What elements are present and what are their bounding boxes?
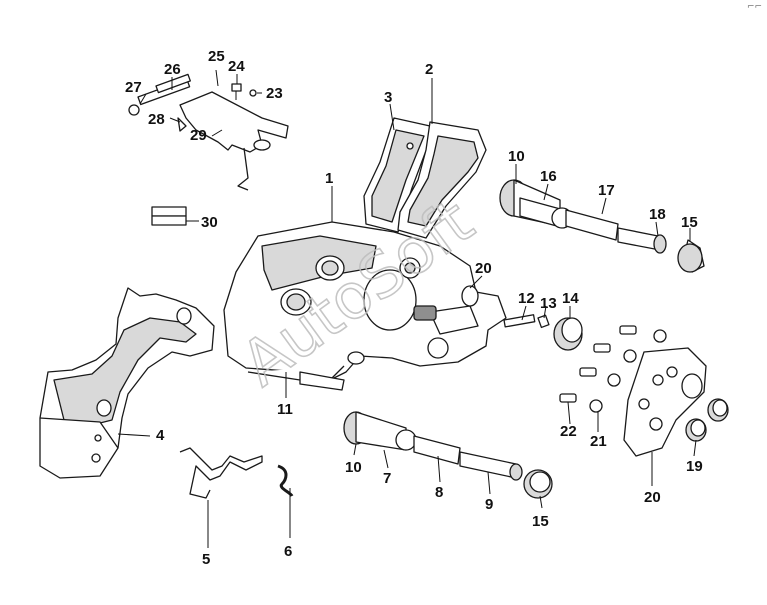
callout-25: 25 [208, 48, 225, 65]
callout-21: 21 [590, 433, 607, 450]
callout-10-lower: 10 [345, 459, 362, 476]
callout-18: 18 [649, 206, 666, 223]
callout-3: 3 [384, 89, 392, 106]
callout-27: 27 [125, 79, 142, 96]
callout-14: 14 [562, 290, 579, 307]
retainer-bracket-assembly [128, 69, 289, 191]
lower-guide-pin-group [343, 411, 553, 499]
callout-30: 30 [201, 214, 218, 231]
callout-10-upper: 10 [508, 148, 525, 165]
part-1-caliper-housing [223, 221, 507, 391]
callout-6: 6 [284, 543, 292, 560]
callout-9: 9 [485, 496, 493, 513]
part-3-brake-pad [363, 117, 431, 233]
callout-16: 16 [540, 168, 557, 185]
callout-1: 1 [325, 170, 333, 187]
callout-11: 11 [277, 401, 293, 418]
bolts-and-washers [559, 325, 667, 413]
leader-lines [117, 74, 697, 548]
callout-labels: 1 2 3 4 5 6 7 8 9 10 10 11 12 13 14 15 1… [125, 48, 703, 568]
part-5-wire-spring [179, 447, 263, 499]
callout-15-lower: 15 [532, 513, 549, 530]
part-30-shim [151, 206, 199, 226]
callout-19: 19 [686, 458, 703, 475]
callout-4: 4 [156, 427, 165, 444]
callout-20-upper: 20 [475, 260, 492, 277]
callout-26: 26 [164, 61, 181, 78]
callout-15-upper: 15 [681, 214, 698, 231]
part-6-spring-clip [277, 464, 294, 497]
callout-8: 8 [435, 484, 443, 501]
callout-24: 24 [228, 58, 245, 75]
callout-28: 28 [148, 111, 165, 128]
callout-12: 12 [518, 290, 535, 307]
part-20-cover-plate [623, 347, 707, 457]
part-2-brake-pad [397, 121, 487, 239]
callout-22: 22 [560, 423, 577, 440]
callout-23: 23 [266, 85, 283, 102]
callout-13: 13 [540, 295, 557, 312]
callout-20-lower: 20 [644, 489, 661, 506]
upper-guide-pin-group [499, 179, 705, 273]
parts-12-13-14 [503, 314, 583, 351]
callout-17: 17 [598, 182, 615, 199]
callout-2: 2 [425, 61, 433, 78]
callout-29: 29 [190, 127, 207, 144]
part-4-carrier [39, 287, 215, 479]
corner-mark: ⌐⌐ [747, 2, 762, 12]
callout-7: 7 [383, 470, 391, 487]
callout-5: 5 [202, 551, 210, 568]
part-19-caps [685, 398, 729, 442]
